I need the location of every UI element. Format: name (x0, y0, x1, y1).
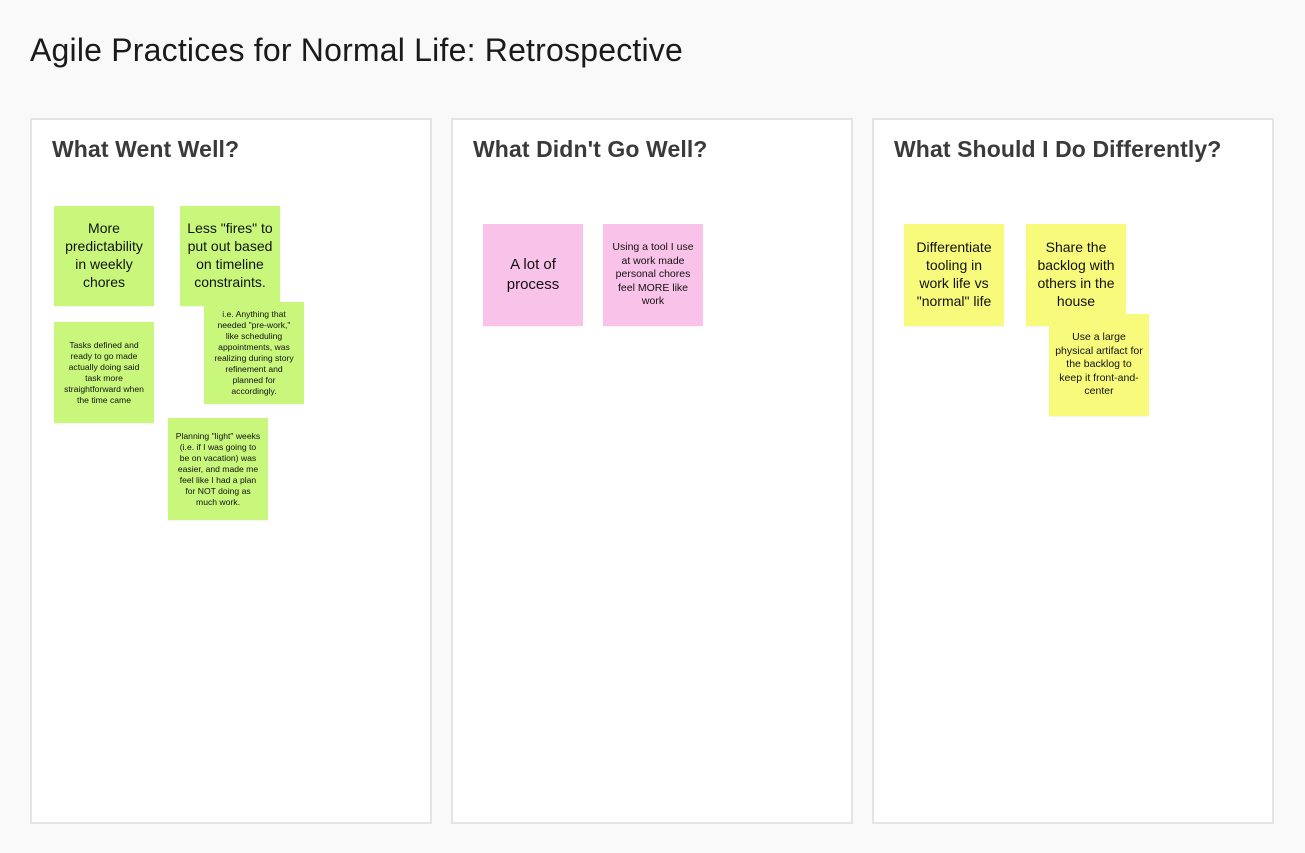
sticky-note[interactable]: Use a large physical artifact for the ba… (1049, 314, 1149, 416)
column-title-do-differently[interactable]: What Should I Do Differently? (894, 136, 1222, 162)
column-went-well: What Went Well? More predictability in w… (30, 118, 432, 824)
sticky-note[interactable]: i.e. Anything that needed "pre-work," li… (204, 302, 304, 404)
sticky-note[interactable]: Differentiate tooling in work life vs "n… (904, 224, 1004, 326)
column-title-didnt-go-well[interactable]: What Didn't Go Well? (473, 136, 708, 162)
column-title-went-well[interactable]: What Went Well? (52, 136, 240, 162)
sticky-note-text: Tasks defined and ready to go made actua… (64, 339, 144, 405)
sticky-note-text: Use a large physical artifact for the ba… (1055, 330, 1143, 398)
sticky-note-text: A lot of process (506, 256, 560, 293)
column-do-differently: What Should I Do Differently? Differenti… (872, 118, 1274, 824)
column-didnt-go-well: What Didn't Go Well? A lot of process Us… (451, 118, 853, 824)
sticky-note-text: Using a tool I use at work made personal… (612, 240, 694, 308)
sticky-note[interactable]: Planning "light" weeks (i.e. if I was go… (168, 418, 268, 520)
sticky-note[interactable]: Using a tool I use at work made personal… (603, 224, 703, 326)
sticky-note-text: Differentiate tooling in work life vs "n… (916, 239, 992, 309)
board-title: Agile Practices for Normal Life: Retrosp… (30, 32, 683, 68)
sticky-note[interactable]: Less "fires" to put out based on timelin… (180, 206, 280, 306)
sticky-note-text: Planning "light" weeks (i.e. if I was go… (175, 430, 261, 507)
sticky-note[interactable]: Share the backlog with others in the hou… (1026, 224, 1126, 326)
sticky-note-text: Less "fires" to put out based on timelin… (187, 220, 273, 290)
sticky-note-text: More predictability in weekly chores (65, 220, 143, 290)
sticky-note-text: Share the backlog with others in the hou… (1037, 239, 1115, 309)
sticky-note-text: i.e. Anything that needed "pre-work," li… (214, 309, 294, 396)
sticky-note[interactable]: A lot of process (483, 224, 583, 326)
sticky-note[interactable]: Tasks defined and ready to go made actua… (54, 322, 154, 423)
sticky-note[interactable]: More predictability in weekly chores (54, 206, 154, 306)
